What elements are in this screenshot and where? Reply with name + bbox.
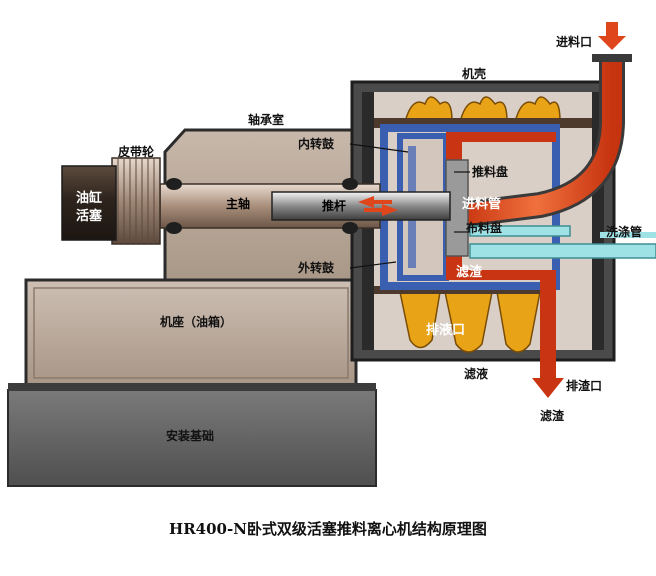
base-oil-tank: [24, 278, 358, 388]
hydraulic-cylinder: [61, 165, 117, 241]
label-outer-drum: 外转鼓: [298, 260, 335, 275]
label-wash-pipe: 洗涤管: [606, 224, 642, 239]
label-bearing-room: 轴承室: [248, 112, 284, 127]
label-base: 机座（油箱）: [160, 314, 232, 329]
label-inner-drum: 内转鼓: [298, 136, 335, 151]
label-main-shaft: 主轴: [226, 196, 250, 211]
push-rod: [271, 191, 451, 221]
label-feed-inlet: 进料口: [556, 34, 592, 49]
label-pulley: 皮带轮: [117, 144, 155, 159]
label-distribution-plate: 布料盘: [466, 220, 502, 235]
feed-inlet-arrow: [598, 22, 626, 50]
reciprocating-arrow: [358, 196, 398, 216]
wash-pipe: [469, 225, 656, 259]
label-drain-outlet: 排液口: [426, 322, 465, 338]
top-deposits: [404, 96, 561, 123]
label-residue-out: 滤渣: [540, 408, 565, 423]
label-filtrate: 滤液: [464, 366, 488, 381]
foundation: [7, 389, 377, 487]
label-push-rod: 推杆: [322, 198, 346, 213]
label-feed-pipe: 进料管: [462, 196, 501, 212]
label-residue-inner: 滤渣: [456, 264, 483, 280]
label-residue-outlet: 排渣口: [566, 378, 602, 393]
diagram-caption: HR400-N卧式双级活塞推料离心机结构原理图: [169, 520, 487, 538]
label-cylinder-piston: 油缸活塞: [76, 190, 103, 224]
residue-outlet: [532, 270, 564, 398]
bottom-deposits: [399, 291, 541, 353]
label-foundation: 安装基础: [166, 428, 214, 443]
label-push-plate: 推料盘: [472, 164, 508, 179]
label-casing: 机壳: [462, 66, 486, 81]
